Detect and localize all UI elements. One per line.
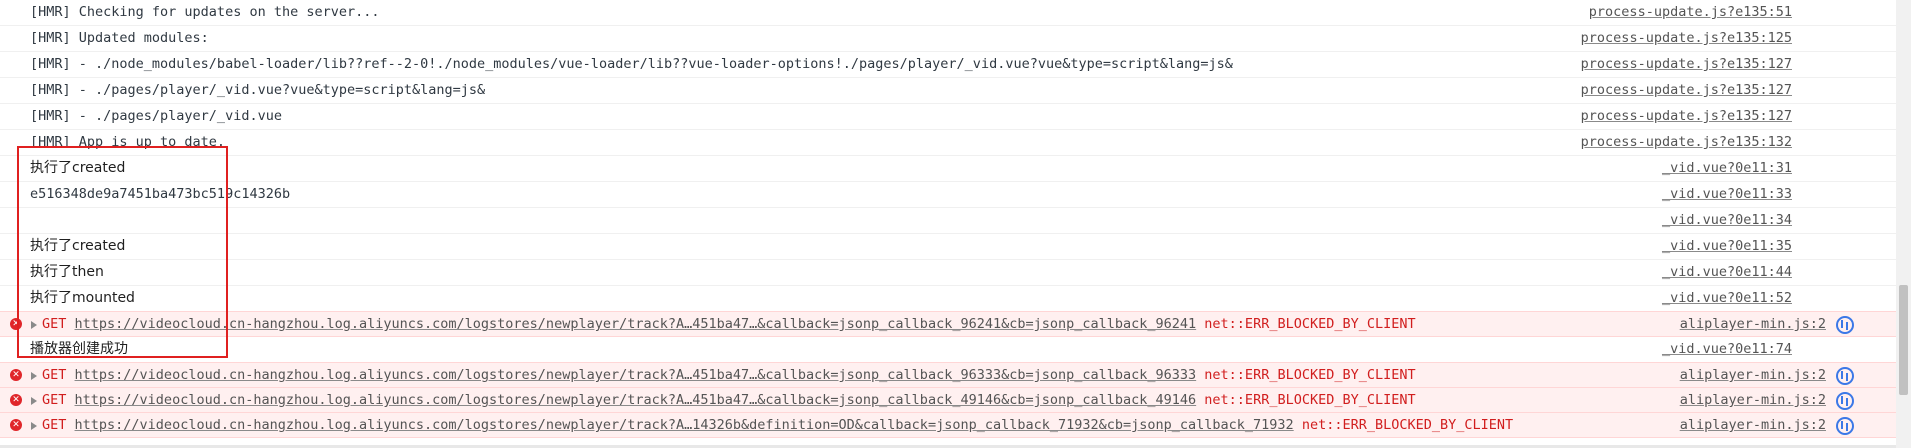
network-panel-icon[interactable] <box>1836 417 1854 435</box>
error-text: net::ERR_BLOCKED_BY_CLIENT <box>1301 417 1514 433</box>
error-message: GET https://videocloud.cn-hangzhou.log.a… <box>42 413 1513 437</box>
error-circle-icon: ✕ <box>10 318 22 330</box>
source-link[interactable]: _vid.vue?0e11:74 <box>1661 341 1792 357</box>
source-link[interactable]: aliplayer-min.js:2 <box>1679 417 1826 433</box>
source-link[interactable]: _vid.vue?0e11:34 <box>1661 212 1792 228</box>
request-method: GET <box>42 367 67 383</box>
request-method: GET <box>42 316 67 332</box>
message-text: [HMR] - ./node_modules/babel-loader/lib?… <box>30 56 1233 72</box>
console-message: [HMR] - ./pages/player/_vid.vue process-… <box>0 104 1896 130</box>
console-message: _vid.vue?0e11:34 <box>0 208 1896 234</box>
source-link[interactable]: _vid.vue?0e11:52 <box>1661 290 1792 306</box>
message-text: [HMR] App is up to date. <box>30 134 226 150</box>
source-link[interactable]: process-update.js?e135:127 <box>1580 82 1792 98</box>
message-text: 执行了created <box>30 238 126 254</box>
network-panel-icon[interactable] <box>1836 392 1854 410</box>
error-text: net::ERR_BLOCKED_BY_CLIENT <box>1204 367 1416 383</box>
console-message: 执行了then _vid.vue?0e11:44 <box>0 260 1896 286</box>
console-error: ✕ GET https://videocloud.cn-hangzhou.log… <box>0 362 1896 388</box>
console-message: [HMR] App is up to date. process-update.… <box>0 130 1896 156</box>
console-message: 播放器创建成功 _vid.vue?0e11:74 <box>0 337 1896 363</box>
expand-triangle-icon[interactable] <box>31 321 37 329</box>
console-message: 执行了mounted _vid.vue?0e11:52 <box>0 286 1896 312</box>
console-message: [HMR] Checking for updates on the server… <box>0 0 1896 26</box>
message-text: 执行了created <box>30 160 126 176</box>
request-url[interactable]: https://videocloud.cn-hangzhou.log.aliyu… <box>74 316 1197 332</box>
console-error: ✕ GET https://videocloud.cn-hangzhou.log… <box>0 387 1896 413</box>
error-message: GET https://videocloud.cn-hangzhou.log.a… <box>42 312 1416 336</box>
message-text: [HMR] Checking for updates on the server… <box>30 4 380 20</box>
console-error: ✕ GET https://videocloud.cn-hangzhou.log… <box>0 412 1896 438</box>
message-text: [HMR] Updated modules: <box>30 30 209 46</box>
source-link[interactable]: aliplayer-min.js:2 <box>1679 367 1826 383</box>
source-link[interactable]: process-update.js?e135:51 <box>1588 4 1792 20</box>
message-text: e516348de9a7451ba473bc519c14326b <box>30 186 291 202</box>
expand-triangle-icon[interactable] <box>31 397 37 405</box>
source-link[interactable]: _vid.vue?0e11:44 <box>1661 264 1792 280</box>
source-link[interactable]: process-update.js?e135:132 <box>1580 134 1792 150</box>
source-link[interactable]: _vid.vue?0e11:35 <box>1661 238 1792 254</box>
network-panel-icon[interactable] <box>1836 367 1854 385</box>
source-link[interactable]: process-update.js?e135:127 <box>1580 108 1792 124</box>
request-url[interactable]: https://videocloud.cn-hangzhou.log.aliyu… <box>74 367 1197 383</box>
error-circle-icon: ✕ <box>10 394 22 406</box>
error-message: GET https://videocloud.cn-hangzhou.log.a… <box>42 388 1416 412</box>
console-error: ✕ GET https://videocloud.cn-hangzhou.log… <box>0 311 1896 337</box>
expand-triangle-icon[interactable] <box>31 422 37 430</box>
source-link[interactable]: aliplayer-min.js:2 <box>1679 392 1826 408</box>
source-link[interactable]: process-update.js?e135:127 <box>1580 56 1792 72</box>
console-message: e516348de9a7451ba473bc519c14326b _vid.vu… <box>0 182 1896 208</box>
error-circle-icon: ✕ <box>10 419 22 431</box>
console-message: [HMR] - ./pages/player/_vid.vue?vue&type… <box>0 78 1896 104</box>
console-message: 执行了created _vid.vue?0e11:35 <box>0 234 1896 260</box>
message-text: 执行了then <box>30 264 104 280</box>
source-link[interactable]: _vid.vue?0e11:31 <box>1661 160 1792 176</box>
source-link[interactable]: _vid.vue?0e11:33 <box>1661 186 1792 202</box>
error-text: net::ERR_BLOCKED_BY_CLIENT <box>1204 316 1416 332</box>
source-link[interactable]: process-update.js?e135:125 <box>1580 30 1792 46</box>
message-text: 播放器创建成功 <box>30 341 128 357</box>
console-message: 执行了created _vid.vue?0e11:31 <box>0 156 1896 182</box>
request-method: GET <box>42 417 67 433</box>
console-message: [HMR] - ./node_modules/babel-loader/lib?… <box>0 52 1896 78</box>
error-message: GET https://videocloud.cn-hangzhou.log.a… <box>42 363 1416 387</box>
console-bottom-edge <box>0 445 1896 448</box>
console-message: [HMR] Updated modules: process-update.js… <box>0 26 1896 52</box>
error-circle-icon: ✕ <box>10 369 22 381</box>
message-text: [HMR] - ./pages/player/_vid.vue?vue&type… <box>30 82 486 98</box>
request-url[interactable]: https://videocloud.cn-hangzhou.log.aliyu… <box>74 417 1294 433</box>
source-link[interactable]: aliplayer-min.js:2 <box>1679 316 1826 332</box>
expand-triangle-icon[interactable] <box>31 372 37 380</box>
scrollbar-thumb[interactable] <box>1899 285 1908 395</box>
request-method: GET <box>42 392 67 408</box>
message-text: 执行了mounted <box>30 290 135 306</box>
network-panel-icon[interactable] <box>1836 316 1854 334</box>
vertical-scrollbar[interactable] <box>1896 0 1911 448</box>
error-text: net::ERR_BLOCKED_BY_CLIENT <box>1204 392 1416 408</box>
message-text: [HMR] - ./pages/player/_vid.vue <box>30 108 282 124</box>
request-url[interactable]: https://videocloud.cn-hangzhou.log.aliyu… <box>74 392 1197 408</box>
